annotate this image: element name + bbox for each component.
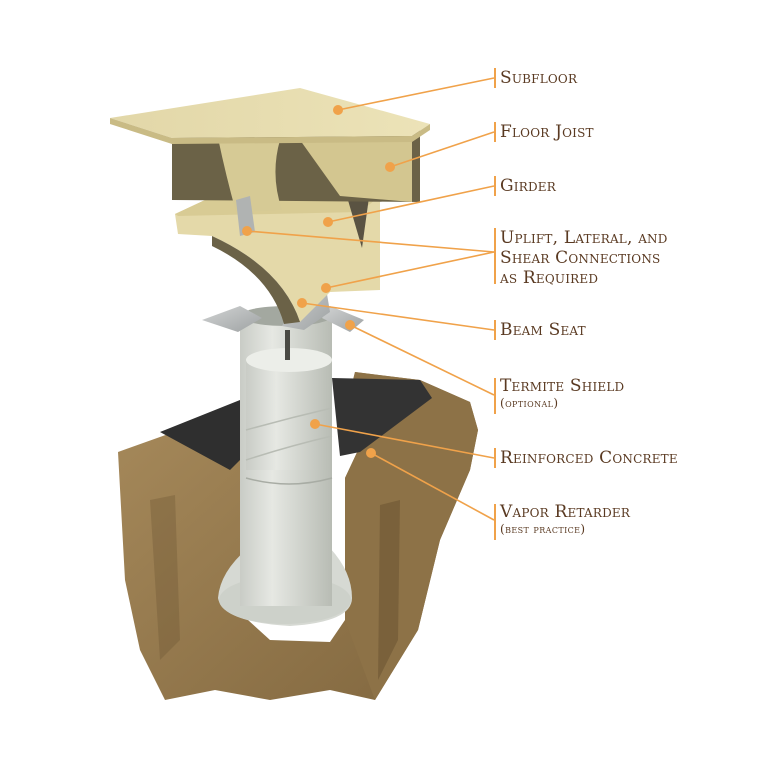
label-reinforced-concrete: Reinforced Concrete — [500, 448, 678, 468]
callout-dots — [242, 105, 395, 458]
label-girder-text: Girder — [500, 176, 556, 196]
dot-termite-shield — [345, 320, 355, 330]
label-beam-seat-text: Beam Seat — [500, 320, 586, 340]
vapor-retarder-sheet — [160, 378, 432, 470]
label-subfloor-text: Subfloor — [500, 68, 578, 88]
tick-beam-seat — [494, 320, 496, 340]
label-connections-line3: as Required — [500, 268, 599, 288]
subfloor-panel — [110, 88, 430, 144]
dot-subfloor — [333, 105, 343, 115]
tick-vapor-retarder — [494, 504, 496, 540]
label-termite-shield-text: Termite Shield — [500, 376, 625, 396]
dot-vapor-retarder — [366, 448, 376, 458]
leader-lines — [246, 77, 495, 521]
dot-connection-lower — [321, 283, 331, 293]
tick-reinforced-concrete — [494, 448, 496, 468]
dot-beam-seat — [297, 298, 307, 308]
label-connections-line1: Uplift, Lateral, and — [500, 228, 668, 248]
tick-girder — [494, 176, 496, 196]
dot-reinforced-concrete — [310, 419, 320, 429]
floor-joists — [172, 130, 420, 236]
tick-subfloor — [494, 68, 496, 88]
label-beam-seat: Beam Seat — [500, 320, 586, 340]
label-vapor-retarder-text: Vapor Retarder — [500, 502, 631, 522]
label-reinforced-concrete-text: Reinforced Concrete — [500, 448, 678, 468]
tick-connections — [494, 228, 496, 284]
label-vapor-retarder: Vapor Retarder (best practice) — [500, 502, 630, 537]
tick-termite-shield — [494, 378, 496, 414]
label-subfloor: Subfloor — [500, 68, 577, 88]
label-termite-shield-sub: (optional) — [500, 396, 559, 410]
label-girder: Girder — [500, 176, 556, 196]
label-connections-line2: Shear Connections — [500, 248, 661, 268]
concrete-column — [240, 306, 333, 606]
label-connections: Uplift, Lateral, and Shear Connections a… — [500, 228, 668, 288]
tick-floor-joist — [494, 122, 496, 142]
label-vapor-retarder-sub: (best practice) — [500, 522, 586, 536]
label-floor-joist-text: Floor Joist — [500, 122, 594, 142]
dot-floor-joist — [385, 162, 395, 172]
label-termite-shield: Termite Shield (optional) — [500, 376, 624, 411]
dot-girder — [323, 217, 333, 227]
dot-connection-upper — [242, 226, 252, 236]
label-floor-joist: Floor Joist — [500, 122, 594, 142]
